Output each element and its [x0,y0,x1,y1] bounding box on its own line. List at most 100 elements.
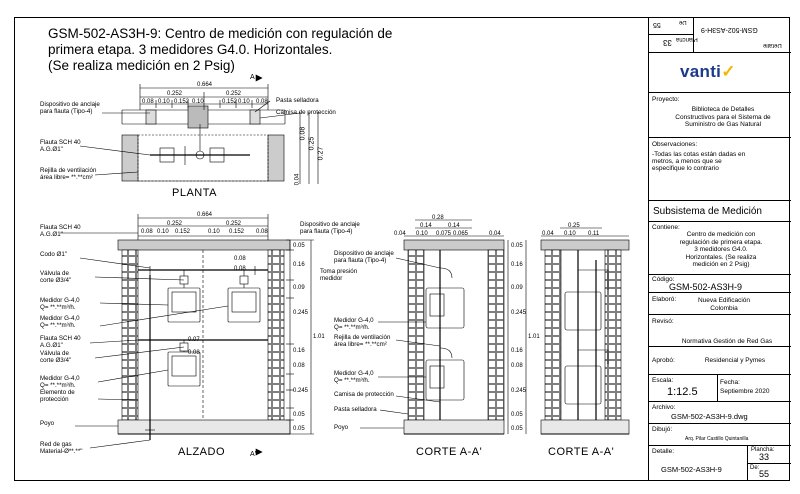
sec1-vdim: 0.05 [511,412,523,418]
tb-rot-plancha-label: Plancha [676,36,698,42]
sec1-label-vent: Rejilla de ventilación área libre= **.**… [334,334,391,348]
tb-reviso-row: Revisó: Normativa Gestión de Red Gas [649,315,791,347]
sec1-label-meter-1: Medidor G-4,0 Q= **.**m³/h. [334,317,374,331]
tb-reviso: Normativa Gestión de Red Gas [681,338,773,345]
tb-dibujo-row: Dibujó: Arq. Pilar Castillo Quintanilla [649,424,791,446]
sec1-top-dim: 0.14 [420,223,432,229]
section-view-2 [540,227,630,435]
title-block: 55 33 De Plancha GSM-502-AS3H-9 Detalle … [648,17,791,481]
elev-label-flute-top: Flauta SCH 40 A.G.Ø1" [40,224,81,238]
plan-label-flute: Flauta SCH 40 A.G.Ø1" [40,139,81,153]
sec1-label-anchor: Dispositivo de anclaje para flauta (Tipo… [334,250,394,264]
plan-view-title: PLANTA [172,187,217,199]
elev-vdim: 0.08 [293,363,305,369]
elev-section-mark: A' [250,451,257,458]
elev-dim-half-2: 0.252 [226,221,242,227]
tb-observaciones-label: Observaciones: [652,141,698,148]
elevation-view-title: ALZADO [178,446,226,458]
elev-label-valve-1: Válvula de corte Ø3/4" [40,270,72,284]
tb-detalle-label: Detalle: [652,448,675,455]
check-mark-icon: ✓ [721,62,736,81]
elev-label-network: Red de gas Material-Ø**.**" [40,441,83,455]
elev-dim: 0.08 [141,229,153,235]
sec2-top-dim: 0.04 [542,231,554,237]
title-line-3: (Se realiza medición en 2 Psig) [48,58,235,73]
tb-aprobo-row: Aprobó: Residencial y Pymes [649,347,791,375]
elev-vdim: 0.16 [293,348,305,354]
tb-observaciones: -Todas las cotas están dadas en metros, … [652,151,746,172]
plan-dim-total: 0.664 [197,82,213,88]
plan-dim: 0.08 [142,99,154,105]
tb-contiene: Centro de medición con regulación de pri… [679,231,763,268]
tb-archivo-label: Archivo: [652,404,676,411]
elev-label-base: Poyo [40,420,55,427]
elev-label-meter-2: Medidor G-4,0 Q= **.**m³/h. [40,315,80,329]
plan-label-sealant: Pasta selladora [276,97,319,104]
plan-dim: 0.08 [256,99,268,105]
elev-label-meter-3: Medidor G-4,0 Q= **.**m³/h. [40,375,80,389]
plan-section-mark: A [250,74,255,81]
sec1-top-dim: 0.065 [453,231,469,237]
elev-dim: 0.10 [157,229,169,235]
tb-escala: 1:12.5 [667,386,698,398]
sec1-label-meter-2: Medidor G-4,0 Q= **.**m³/h. [334,370,374,384]
elev-label-valve-2: Válvula de corte Ø3/4" [40,350,72,364]
elev-vdim: 0.05 [293,243,305,249]
tb-de: 55 [759,469,770,479]
sec1-top-dim: 0.14 [448,223,460,229]
tb-elaboro-label: Elaboró: [652,296,677,303]
sec1-top-dim: 0.04 [394,231,406,237]
elev-vdim: 0.05 [293,426,305,432]
elev-vdim: 0.09 [293,285,305,291]
tb-reviso-label: Revisó: [652,318,674,325]
tb-rotated-header: 55 33 De Plancha GSM-502-AS3H-9 Detalle [649,17,791,53]
tb-codigo-label: Código: [652,276,675,283]
section2-view-title: CORTE A-A' [548,446,615,458]
title-line-2: primera etapa. 3 medidores G4.0. Horizon… [48,42,333,57]
plan-dim: 0.10 [238,99,250,105]
sec1-top-dim: 0.10 [416,231,428,237]
plan-dim: 0.10 [158,99,170,105]
technical-drawing [60,74,630,456]
tb-escala-row: Escala: 1:12.5 Fecha: Septiembre 2020 [649,375,791,402]
plan-dim-half-1: 0.252 [167,91,183,97]
plan-vdim: 0.27 [317,146,325,161]
section-view-1 [360,219,527,435]
tb-proyecto-label: Proyecto: [652,96,680,103]
tb-subsistema: Subsistema de Medición [653,206,762,217]
elev-dim: 0.10 [208,229,220,235]
elev-dim: 0.152 [229,229,245,235]
sec1-vdim: 0.05 [511,243,523,249]
vanti-logo: vanti✓ [680,62,736,82]
elev-inner-dim: 0.07 [188,337,200,343]
plan-dim: 0.152 [174,99,190,105]
sec1-label-base: Poyo [334,424,349,431]
sec1-top-dim: 0.04 [489,231,501,237]
elev-label-elbow: Codo Ø1" [40,251,67,258]
tb-archivo-row: Archivo: GSM-502-AS3H-9.dwg [649,402,791,424]
plan-vdim: 0.25 [308,136,316,151]
tb-rot-detalle: Detalle [763,42,782,48]
drawing-title: GSM-502-AS3H-9: Centro de medición con r… [48,26,428,74]
sec1-top-dim: 0.075 [436,231,452,237]
tb-logo-row [649,53,791,93]
sec2-top-dim: 0.25 [568,223,580,229]
tb-subsistema-row: Subsistema de Medición [649,201,791,222]
elev-vdim: 0.05 [293,412,305,418]
title-line-1: GSM-502-AS3H-9: Centro de medición con r… [48,26,393,41]
sec1-total-height: 1.01 [528,334,540,340]
tb-rot-code: GSM-502-AS3H-9 [701,26,758,33]
sec2-top-dim: 0.10 [564,231,576,237]
sec1-vdim: 0.05 [511,426,523,432]
tb-codigo: GSM-502-AS3H-9 [669,282,743,292]
elev-label-flute-mid: Flauta SCH 40 A.G.Ø1" [40,335,81,349]
tb-proyecto: Biblioteca de Detalles Constructivos par… [675,106,771,128]
brand-name: vanti [680,62,722,81]
elev-vdim: 0.245 [293,388,309,394]
sec1-vdim: 0.16 [511,262,523,268]
sec1-vdim: 0.245 [511,310,527,316]
plan-label-anchor: Dispositivo de anclaje para flauta (Tipo… [40,101,100,115]
sec1-label-regulator: Toma presión medidor [320,268,358,282]
sec1-vdim: 0.16 [511,348,523,354]
sheet-border [14,17,790,481]
